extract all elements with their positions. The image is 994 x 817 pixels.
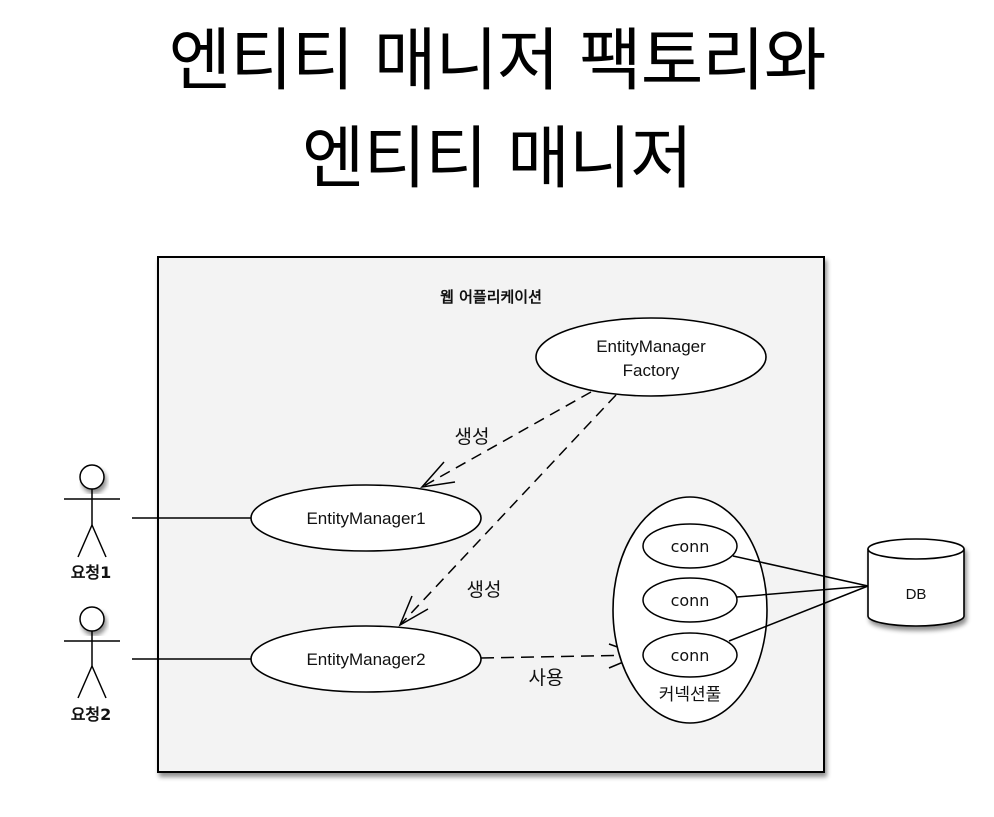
connection-pool-label: 커넥션풀 <box>659 685 722 705</box>
container-label: 웹 어플리케이션 <box>440 288 542 306</box>
entity-manager-2-label: EntityManager2 <box>306 650 425 669</box>
factory-label-line-1: EntityManager <box>596 337 706 356</box>
create-label-2: 생성 <box>467 579 502 601</box>
actor-2-label: 요청2 <box>71 705 112 724</box>
db-connection-lines <box>728 555 869 642</box>
entity-manager-factory <box>535 317 767 397</box>
connection-1 <box>642 523 738 569</box>
actor-1-label: 요청1 <box>71 563 112 582</box>
connection-2 <box>642 577 738 623</box>
page-title-line-2: 엔티티 매니저 <box>302 120 693 199</box>
actor-2-icon <box>64 606 120 699</box>
connection-3 <box>642 632 738 678</box>
create-label-1: 생성 <box>455 426 490 448</box>
connection-3-label: conn <box>671 646 710 665</box>
actor-1-icon <box>64 464 120 558</box>
database-cylinder <box>867 538 965 627</box>
connection-2-label: conn <box>671 591 710 610</box>
create-arrow-1 <box>420 391 592 489</box>
connection-1-label: conn <box>671 537 710 556</box>
page-title-line-1: 엔티티 매니저 팩토리와 <box>168 22 827 101</box>
database-label: DB <box>906 586 927 603</box>
entity-manager-2 <box>250 625 482 693</box>
use-label: 사용 <box>529 667 564 689</box>
factory-label-line-2: Factory <box>623 361 680 380</box>
entity-manager-1 <box>250 484 482 552</box>
create-arrow-2 <box>398 394 617 627</box>
entity-manager-1-label: EntityManager1 <box>306 509 425 528</box>
